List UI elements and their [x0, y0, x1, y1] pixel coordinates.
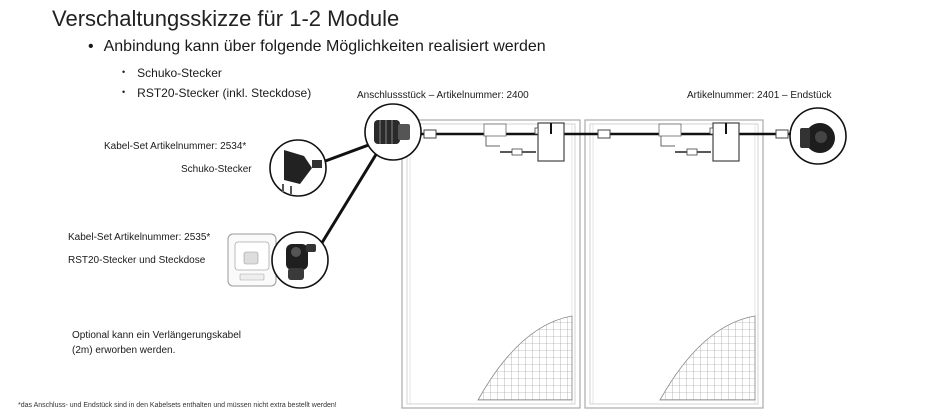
- panel-2-cells: [659, 315, 756, 401]
- optional-note: Optional kann ein Verlängerungskabel (2m…: [72, 330, 242, 356]
- cable-set-2-label: Kabel-Set Artikelnummer: 2535*: [68, 232, 211, 243]
- micro-inverter-1: [483, 122, 565, 162]
- endpiece-2401-icon: [789, 107, 847, 165]
- cable-set-2-plug-label: RST20-Stecker und Steckdose: [68, 255, 206, 266]
- page-title: Verschaltungsskizze für 1-2 Module: [52, 6, 400, 31]
- sub-bullet-schuko: Schuko-Stecker: [122, 66, 222, 80]
- connector-label: Anschlussstück – Artikelnummer: 2400: [357, 90, 529, 101]
- endpiece-label: Artikelnummer: 2401 – Endstück: [687, 90, 832, 101]
- cable-set-1-label: Kabel-Set Artikelnummer: 2534*: [104, 141, 247, 152]
- rst20-socket-icon: [227, 233, 277, 287]
- panel-1-cells: [477, 315, 573, 401]
- solar-panel-2: [584, 119, 764, 409]
- solar-panel-1: [401, 119, 581, 409]
- sub-bullet-rst20: RST20-Stecker (inkl. Steckdose): [122, 86, 311, 100]
- main-bullet: Anbindung kann über folgende Möglichkeit…: [88, 38, 546, 56]
- connector-2400-icon: [364, 103, 422, 161]
- cable-to-rst20: [318, 147, 382, 247]
- schuko-plug-icon: [269, 139, 327, 197]
- rst20-plug-icon: [271, 231, 329, 289]
- micro-inverter-2: [658, 122, 740, 162]
- footnote: *das Anschluss- und Endstück sind in den…: [18, 402, 337, 409]
- cable-set-1-plug-label: Schuko-Stecker: [181, 164, 252, 175]
